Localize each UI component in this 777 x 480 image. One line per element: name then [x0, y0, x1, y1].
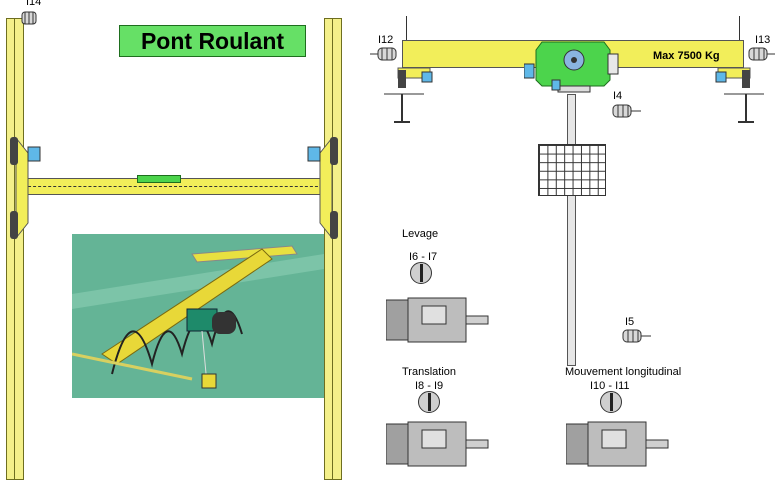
right-wheel-truck-icon — [715, 67, 764, 123]
levage-inputs-label: I6 - I7 — [409, 251, 438, 263]
page-title: Pont Roulant — [119, 25, 306, 57]
limit-switch-icon[interactable] — [745, 47, 775, 61]
sensor-i14-label: I14 — [26, 0, 42, 8]
translation-motor-icon — [386, 421, 489, 467]
longitudinal-inputs-label: I10 - I11 — [590, 380, 630, 392]
hoist-cable[interactable] — [567, 94, 576, 366]
right-end-truck-icon — [307, 136, 338, 240]
capacity-label: Max 7500 Kg — [653, 50, 720, 62]
translation-selector-knob[interactable] — [418, 391, 440, 413]
sensor-i5-label: I5 — [625, 316, 635, 328]
longitudinal-label: Mouvement longitudinal — [565, 366, 682, 378]
left-wheel-truck-icon — [384, 67, 433, 123]
levage-label: Levage — [402, 228, 439, 240]
levage-motor-icon — [386, 297, 489, 343]
limit-switch-icon[interactable] — [20, 10, 38, 26]
frame-line — [739, 16, 740, 40]
limit-switch-icon[interactable] — [370, 47, 400, 61]
sensor-i12-label: I12 — [378, 34, 394, 46]
levage-selector-knob[interactable] — [410, 262, 432, 284]
translation-label: Translation — [402, 366, 457, 378]
left-rail-inner — [14, 18, 24, 480]
beam-centerline — [18, 186, 328, 187]
translation-inputs-label: I8 - I9 — [415, 380, 444, 392]
load-grid[interactable] — [538, 144, 606, 196]
frame-line — [406, 16, 407, 40]
sensor-i4-label: I4 — [613, 90, 623, 102]
trolley-hoist-icon[interactable] — [524, 40, 620, 96]
left-end-truck-icon — [10, 136, 41, 240]
longitudinal-motor-icon — [566, 421, 669, 467]
crane-3d-image — [72, 234, 324, 398]
sensor-i13-label: I13 — [755, 34, 771, 46]
longitudinal-selector-knob[interactable] — [600, 391, 622, 413]
right-rail-outer — [332, 18, 342, 480]
trolley-top[interactable] — [137, 175, 181, 183]
limit-switch-icon[interactable] — [611, 104, 641, 118]
limit-switch-icon[interactable] — [621, 329, 651, 343]
